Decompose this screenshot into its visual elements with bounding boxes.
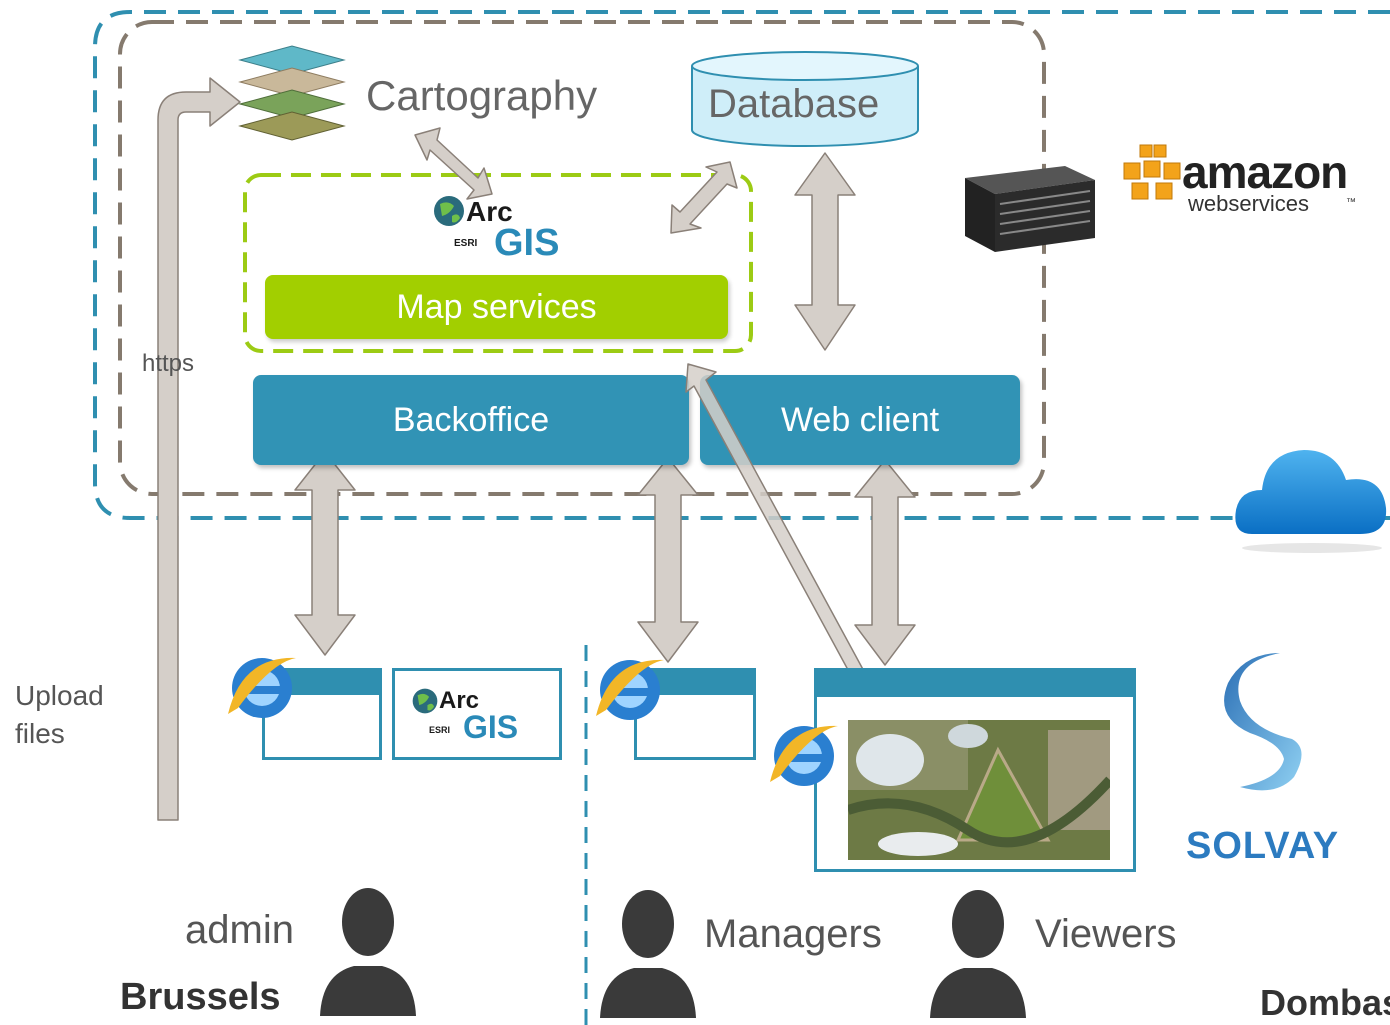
amazon-sub-text: webservices	[1188, 191, 1310, 216]
arcgis-logo: Arc ESRI GIS	[411, 685, 561, 755]
admin-label: admin	[185, 908, 294, 952]
cloud-boundary	[93, 10, 1390, 520]
upload-files-label-line2: files	[15, 718, 65, 749]
solvay-swirl-icon	[1224, 653, 1302, 791]
arrow-cartography-arcgis	[414, 127, 493, 200]
internet-explorer-icon	[596, 659, 664, 720]
arcgis-desktop-window: Arc ESRI GIS	[392, 668, 562, 760]
https-label: https	[142, 350, 195, 377]
arcgis-gis-text: GIS	[494, 222, 560, 264]
arrow-backoffice-managers	[637, 457, 699, 663]
window-titlebar	[817, 671, 1133, 697]
backoffice-label: Backoffice	[392, 400, 550, 439]
arcgis-logo: Arc ESRI GIS	[432, 192, 582, 264]
map-services-label: Map services	[396, 287, 597, 326]
cloud-icon	[1235, 450, 1387, 553]
internet-explorer-icon	[228, 657, 296, 718]
arrow-webclient-viewers	[854, 459, 916, 666]
arrow-database-arcgis	[670, 161, 738, 234]
layers-map-icon	[238, 45, 346, 141]
amazon-tm-text: ™	[1346, 197, 1356, 208]
internet-explorer-icon	[770, 725, 838, 786]
globe-icon	[434, 196, 464, 226]
amazon-webservices-logo: amazon webservices ™	[1118, 125, 1358, 220]
amazon-main-text: amazon	[1182, 146, 1348, 198]
database-label: Database	[708, 82, 880, 126]
solvay-text: SOLVAY	[1186, 825, 1340, 867]
cartography-label: Cartography	[366, 72, 598, 119]
arcgis-esri-text: ESRI	[429, 725, 451, 735]
server-rack-icon	[965, 166, 1095, 252]
admin-user-silhouette-icon	[320, 888, 416, 1016]
managers-user-silhouette-icon	[600, 890, 696, 1018]
upload-arrow	[157, 77, 241, 821]
map-services-box: Map services	[265, 275, 728, 339]
backoffice-box: Backoffice	[253, 375, 689, 465]
managers-label: Managers	[704, 912, 882, 956]
viewers-label: Viewers	[1035, 912, 1177, 956]
amazon-cubes-icon	[1123, 144, 1181, 200]
arcgis-arc-text: Arc	[466, 196, 513, 227]
aerial-map-image	[848, 720, 1110, 860]
arcgis-arc-text: Arc	[439, 687, 480, 714]
database-icon	[691, 51, 919, 147]
web-client-box: Web client	[700, 375, 1020, 465]
upload-files-label-line1: Upload	[15, 680, 104, 711]
arrow-database-webclient	[794, 152, 856, 351]
solvay-logo: SOLVAY	[1162, 635, 1390, 870]
managers-browser-window	[634, 668, 756, 760]
viewers-user-silhouette-icon	[930, 890, 1026, 1018]
arrow-backoffice-admin	[294, 451, 356, 656]
globe-icon	[412, 688, 438, 714]
dombasle-label: Dombasle	[1260, 982, 1390, 1023]
arcgis-boundary	[243, 173, 753, 353]
arcgis-gis-text: GIS	[463, 709, 519, 745]
platform-boundary	[118, 20, 1046, 496]
arcgis-esri-text: ESRI	[454, 238, 478, 249]
brussels-label: Brussels	[120, 976, 281, 1018]
web-client-label: Web client	[780, 400, 940, 439]
